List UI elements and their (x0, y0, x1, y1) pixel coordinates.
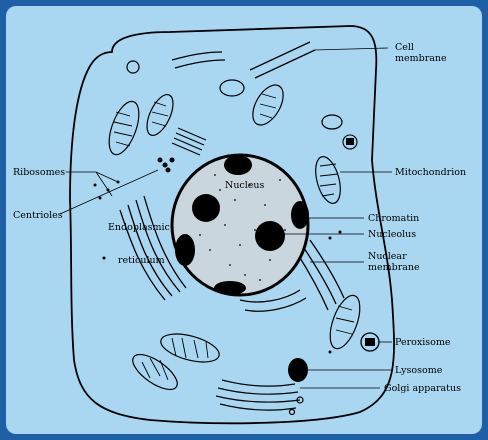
nucleoplasm-stipple (199, 174, 286, 281)
cristae-hatching (113, 93, 355, 381)
label-nuclear-membrane-line2: membrane (368, 262, 420, 273)
label-golgi-apparatus: Golgi apparatus (384, 383, 461, 394)
vesicle-shape (126, 60, 140, 74)
label-mitochondrion: Mitochondrion (395, 167, 466, 178)
label-nuclear-membrane-line1: Nuclear (368, 251, 407, 262)
chromatin-shape (175, 155, 309, 295)
leader-lines (59, 47, 392, 389)
lysosome-shape (288, 358, 308, 382)
label-chromatin: Chromatin (368, 213, 419, 224)
label-cell-membrane-line2: membrane (395, 53, 447, 64)
label-lysosome: Lysosome (395, 365, 443, 376)
label-ribosomes: Ribosomes (13, 167, 65, 178)
cell-membrane-shape (69, 25, 395, 425)
peroxisome-shape (360, 332, 380, 352)
nucleus-shape (170, 153, 310, 297)
label-nucleolus: Nucleolus (368, 229, 416, 240)
mitochondria-group (108, 79, 361, 391)
label-er-line2: reticulum (118, 255, 165, 266)
label-peroxisome: Peroxisome (395, 337, 451, 348)
label-cell-membrane-line1: Cell (395, 42, 414, 53)
label-centrioles: Centrioles (13, 210, 63, 221)
golgi-apparatus-shape (215, 379, 304, 416)
label-er-line1: Endoplasmic (108, 222, 170, 233)
small-organelle-shape (342, 134, 358, 150)
endoplasmic-reticulum-shape (119, 41, 345, 312)
nucleolus-shape (255, 221, 285, 251)
centriole-shape (157, 127, 207, 173)
label-nucleus: Nucleus (225, 180, 265, 191)
nucleolus-shape-2 (192, 194, 220, 222)
